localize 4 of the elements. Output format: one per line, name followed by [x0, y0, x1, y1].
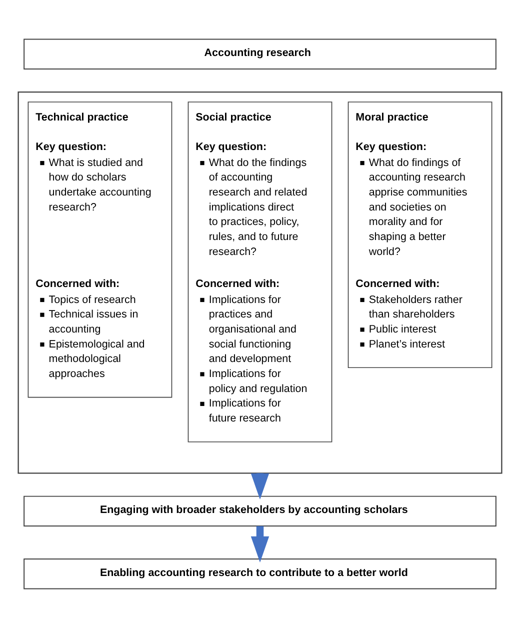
node-box: Accounting research [24, 38, 496, 69]
node-box: Enabling accounting research to contribute to a better world [24, 558, 496, 589]
arrow [250, 526, 270, 562]
node-box: Engaging with broader stakeholders by accounting scholars [24, 495, 496, 526]
